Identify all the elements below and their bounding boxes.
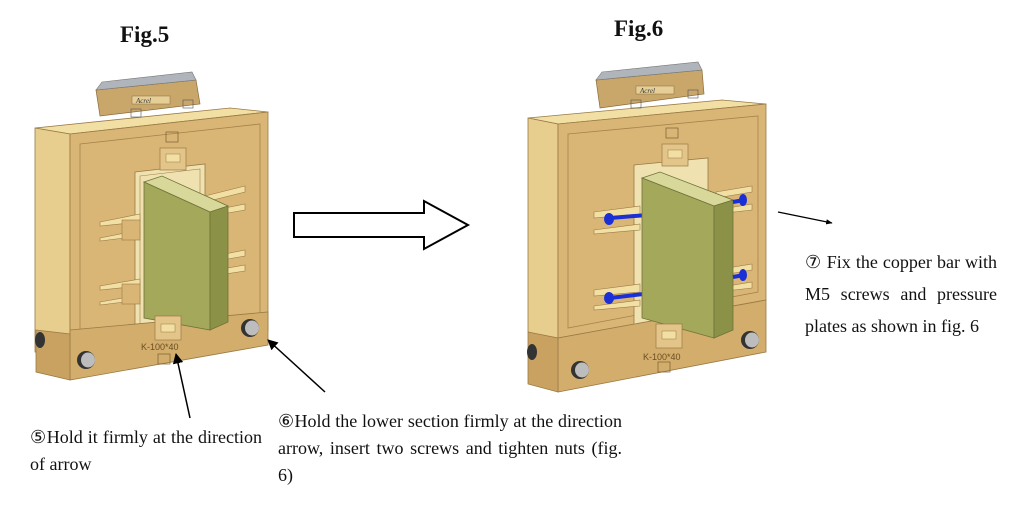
screw-icon: [732, 194, 747, 206]
pointer-arrow-step5: [172, 352, 191, 419]
fig6-title: Fig.6: [614, 16, 664, 41]
fig5-transformer: K-100*40 Acrel: [34, 71, 269, 381]
fig6-brand-label: Acrel: [639, 87, 655, 95]
fig5-brand-label: Acrel: [135, 97, 151, 105]
step5-text: Hold it firmly at the direction of arrow: [30, 427, 263, 474]
step7-number: ⑦: [805, 252, 822, 272]
step5-number: ⑤: [30, 427, 47, 447]
step7-caption: ⑦ Fix the copper bar with M5 screws and …: [805, 246, 997, 342]
pointer-arrow-step6: [267, 339, 326, 393]
step6-number: ⑥: [278, 411, 295, 431]
step6-caption: ⑥Hold the lower section firmly at the di…: [278, 408, 622, 489]
fig5-title: Fig.5: [120, 22, 170, 47]
step7-text: Fix the copper bar with M5 screws and pr…: [805, 252, 998, 336]
fig5-model-label: K-100*40: [141, 342, 179, 352]
fig6-transformer: K-100*40 Acrel: [527, 61, 767, 393]
step5-caption: ⑤Hold it firmly at the direction of arro…: [30, 424, 262, 478]
fig6-model-label: K-100*40: [643, 352, 681, 362]
transition-arrow: [293, 199, 471, 251]
screw-icon: [732, 269, 747, 281]
pointer-arrow-step7: [777, 211, 833, 225]
step6-text: Hold the lower section firmly at the dir…: [278, 411, 623, 485]
